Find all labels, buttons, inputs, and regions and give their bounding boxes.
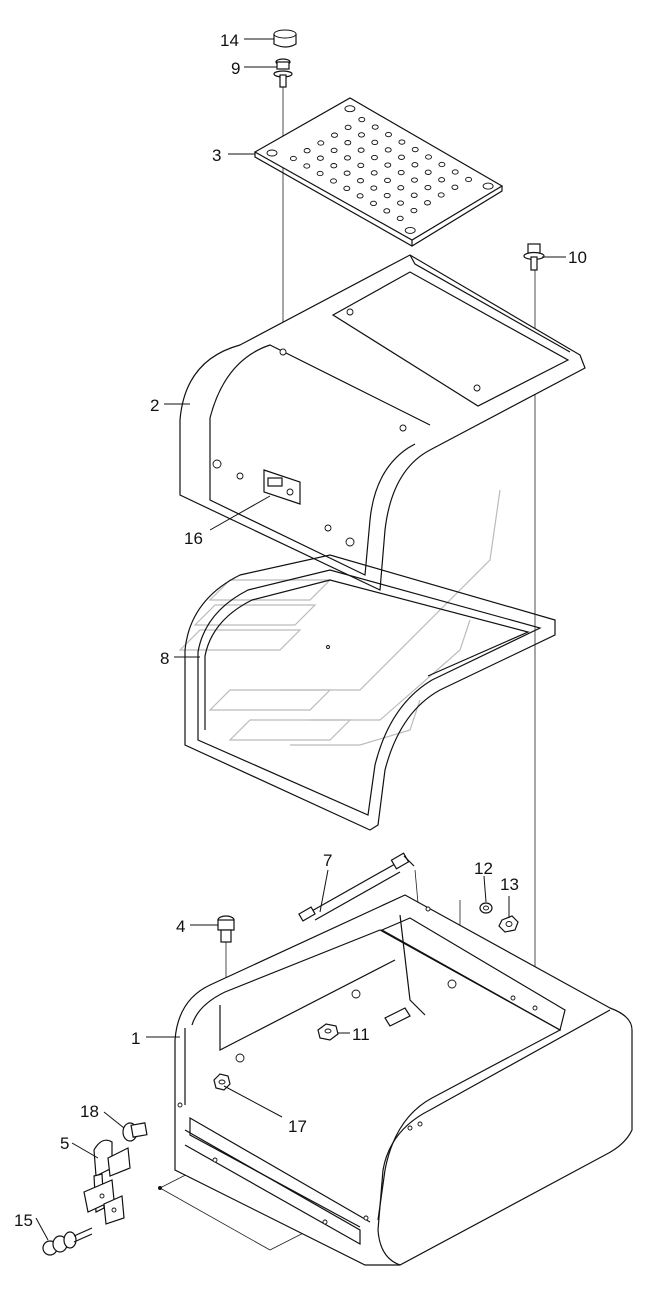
plate-perforation-hole <box>357 162 365 169</box>
plate-perforation-hole <box>303 148 311 154</box>
plate-perforation-hole <box>383 192 391 199</box>
part-3-perforated-plate <box>253 97 504 247</box>
plate-mounting-hole <box>482 182 494 190</box>
callout-15: 15 <box>14 1211 33 1230</box>
callout-2: 2 <box>150 396 159 415</box>
part-9-bolt <box>273 58 293 88</box>
plate-perforation-hole <box>425 154 432 160</box>
part-2-upper-cover <box>179 254 586 591</box>
plate-perforation-hole <box>344 155 351 161</box>
callout-14: 14 <box>220 31 239 50</box>
plate-perforation-hole <box>411 146 419 153</box>
part-13-nut <box>498 915 519 933</box>
plate-perforation-hole <box>358 116 366 123</box>
plate-perforation-hole <box>371 124 379 130</box>
callout-5: 5 <box>60 1134 69 1153</box>
plate-mounting-hole <box>344 105 356 113</box>
plate-perforation-hole <box>303 163 311 169</box>
callout-10: 10 <box>568 248 587 267</box>
plate-perforation-hole <box>384 162 392 168</box>
plate-perforation-hole <box>358 132 365 138</box>
plate-perforation-hole <box>397 185 405 191</box>
part-12-washer <box>479 902 493 914</box>
callout-11: 11 <box>352 1025 370 1044</box>
plate-perforation-hole <box>410 192 418 198</box>
plate-perforation-hole <box>437 192 445 198</box>
plate-mounting-hole <box>266 149 278 157</box>
plate-perforation-hole <box>451 184 459 190</box>
plate-perforation-hole <box>289 155 297 162</box>
plate-perforation-hole <box>357 178 364 184</box>
callout-1: 1 <box>131 1029 140 1048</box>
part-15-bolt-set <box>42 1227 93 1256</box>
plate-perforation-hole <box>384 177 391 184</box>
part-17-nut <box>213 1073 231 1091</box>
part-8-gasket-frame <box>184 554 556 831</box>
plate-perforation-hole <box>344 124 352 131</box>
plate-perforation-hole <box>330 163 338 169</box>
part-14-cap <box>273 29 297 48</box>
plate-perforation-hole <box>438 177 446 183</box>
callout-13: 13 <box>500 875 519 894</box>
plate-perforation-hole <box>424 184 432 191</box>
plate-perforation-hole <box>343 185 351 192</box>
plate-perforation-hole <box>424 200 431 206</box>
plate-perforation-hole <box>465 176 473 183</box>
part-18-rubber-bumper <box>122 1122 148 1142</box>
part-5-latch <box>83 1139 131 1225</box>
plate-perforation-hole <box>331 132 338 138</box>
plate-perforation-hole <box>383 208 391 214</box>
callout-12: 12 <box>474 859 493 878</box>
part-11-nut <box>317 1023 339 1041</box>
plate-perforation-hole <box>357 147 365 153</box>
callout-16: 16 <box>184 529 203 548</box>
part-7-gas-spring <box>298 852 415 922</box>
leader-lines <box>35 38 566 1241</box>
plate-perforation-hole <box>370 185 378 191</box>
plate-perforation-hole <box>330 178 337 184</box>
callout-7: 7 <box>323 851 332 870</box>
callout-labels: 14 9 3 10 2 16 8 7 12 13 4 1 11 18 17 5 … <box>14 31 587 1230</box>
callout-18: 18 <box>80 1102 99 1121</box>
part-1-lower-housing <box>174 894 633 1266</box>
callout-4: 4 <box>176 917 185 936</box>
plate-perforation-hole <box>396 215 404 222</box>
plate-perforation-hole <box>397 169 405 176</box>
callout-8: 8 <box>160 649 169 668</box>
plate-perforation-hole <box>397 200 404 206</box>
plate-perforation-hole <box>371 139 379 146</box>
plate-perforation-hole <box>370 170 378 176</box>
plate-mounting-hole <box>404 226 416 234</box>
plate-perforation-hole <box>424 169 432 175</box>
callout-17: 17 <box>288 1117 307 1136</box>
plate-perforation-hole <box>451 169 459 175</box>
part-10-bolt <box>523 243 545 271</box>
plate-perforation-hole <box>398 139 406 145</box>
callout-3: 3 <box>212 146 221 165</box>
plate-perforation-hole <box>385 131 392 138</box>
part-16-hour-meter <box>263 469 301 505</box>
plate-perforation-hole <box>411 162 419 168</box>
plate-perforation-hole <box>330 147 338 154</box>
plate-perforation-hole <box>343 170 351 176</box>
plate-perforation-hole <box>438 161 446 168</box>
plate-perforation-hole <box>370 200 377 207</box>
plate-perforation-hole <box>384 147 392 153</box>
callout-9: 9 <box>231 59 240 78</box>
plate-perforation-hole <box>398 154 405 160</box>
plate-perforation-hole <box>317 140 325 146</box>
plate-perforation-hole <box>316 155 324 161</box>
plate-perforation-hole <box>316 170 324 177</box>
plate-perforation-hole <box>356 193 364 199</box>
part-4-bolt <box>217 915 235 943</box>
plate-perforation-hole <box>344 140 352 146</box>
plate-perforation-hole <box>410 207 418 214</box>
plate-perforation-hole <box>411 177 418 183</box>
watermark-logo <box>178 489 501 746</box>
plate-perforation-hole <box>371 154 378 161</box>
